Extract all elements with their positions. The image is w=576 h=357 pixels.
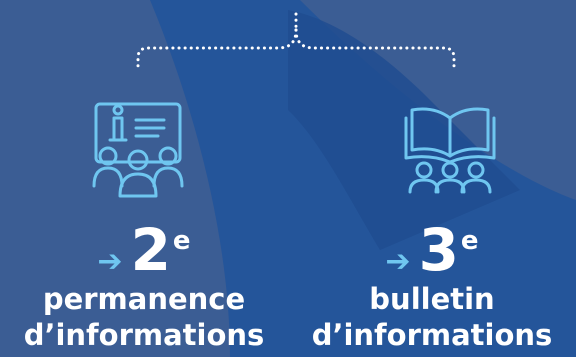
arrow-right-icon: ➔ (97, 244, 123, 279)
ordinal-suffix: e (460, 226, 479, 256)
label-line2: d’informations (311, 318, 553, 352)
item-bulletin: ➔ 3 e bulletin d’informations (288, 0, 576, 357)
rank-number: ➔ 2 e (0, 218, 288, 282)
number: 2 (130, 216, 171, 284)
open-book-readers-icon (404, 107, 496, 194)
ordinal-suffix: e (172, 226, 191, 256)
arrow-right-icon: ➔ (385, 244, 411, 279)
item-permanence: ➔ 2 e permanence d’informations (0, 102, 288, 352)
info-meeting-icon (92, 102, 184, 198)
label-line1: permanence (42, 282, 246, 316)
label-line2: d’informations (23, 318, 265, 352)
label-line1: bulletin (369, 282, 495, 316)
number: 3 (418, 216, 459, 284)
rank-number: ➔ 3 e (288, 218, 576, 282)
